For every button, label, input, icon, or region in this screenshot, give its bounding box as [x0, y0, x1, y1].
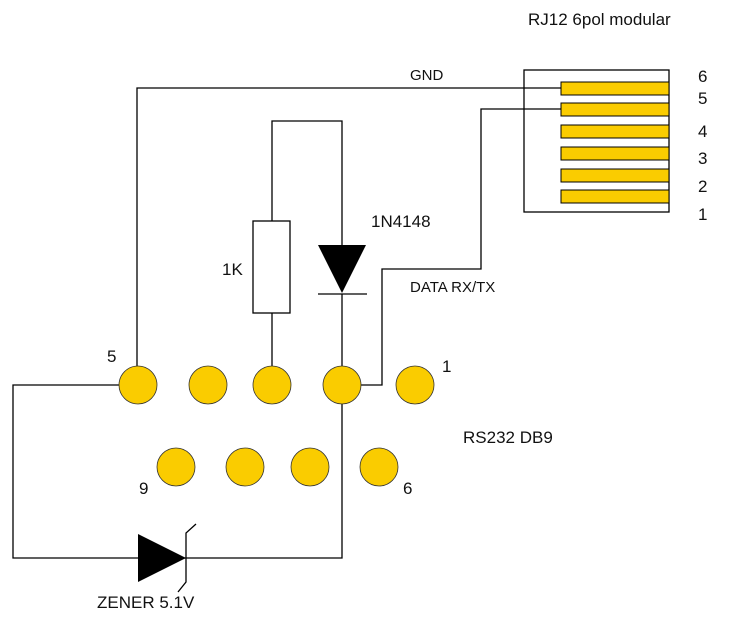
rj12-pin-number: 4 — [698, 122, 707, 141]
db9-pin-2 — [322, 365, 362, 405]
db9-pin-1-label: 1 — [442, 357, 451, 376]
rj12-pin-3 — [560, 146, 670, 161]
resistor-label: 1K — [222, 260, 243, 279]
db9-pin-7 — [290, 447, 330, 487]
rj12-pin-6 — [560, 81, 670, 96]
rj12-title: RJ12 6pol modular — [528, 10, 671, 29]
db9-pin-9-label: 9 — [139, 479, 148, 498]
rj12-pin-number: 2 — [698, 177, 707, 196]
db9-pin-3 — [252, 365, 292, 405]
rj12-pins — [560, 81, 670, 204]
rj12-pin-5 — [560, 102, 670, 117]
gnd-label: GND — [410, 67, 444, 84]
zener-cathode-bar — [177, 523, 197, 593]
zener-diode — [138, 534, 186, 582]
data-wire — [342, 108, 561, 386]
rj12-pin-number: 1 — [698, 205, 707, 224]
rj12-pin-2 — [560, 168, 670, 183]
resistor-diode-top-wire — [271, 120, 343, 245]
db9-pin-1 — [395, 365, 435, 405]
zener-wire — [12, 384, 343, 559]
resistor-1k — [252, 220, 291, 314]
db9-pin-5-label: 5 — [107, 347, 116, 366]
rj12-pin-number: 3 — [698, 149, 707, 168]
db9-pin-8 — [225, 447, 265, 487]
rj12-pin-numbers: 6 5 4 3 2 1 — [698, 67, 707, 224]
rj12-pin-number: 5 — [698, 89, 707, 108]
db9-pin-5 — [118, 365, 158, 405]
rj12-pin-number: 6 — [698, 67, 707, 86]
diode-1n4148 — [318, 245, 366, 293]
db9-pin-9 — [156, 447, 196, 487]
data-label: DATA RX/TX — [410, 279, 495, 296]
db9-pins — [118, 365, 435, 487]
rj12-housing — [523, 69, 670, 213]
db9-pin-6 — [359, 447, 399, 487]
zener-label: ZENER 5.1V — [97, 593, 195, 612]
db9-pin-4 — [188, 365, 228, 405]
rj12-pin-1 — [560, 189, 670, 204]
diode-label: 1N4148 — [371, 212, 431, 231]
db9-pin-6-label: 6 — [403, 479, 412, 498]
gnd-wire — [136, 87, 561, 385]
db9-title: RS232 DB9 — [463, 428, 553, 447]
rj12-pin-4 — [560, 124, 670, 139]
